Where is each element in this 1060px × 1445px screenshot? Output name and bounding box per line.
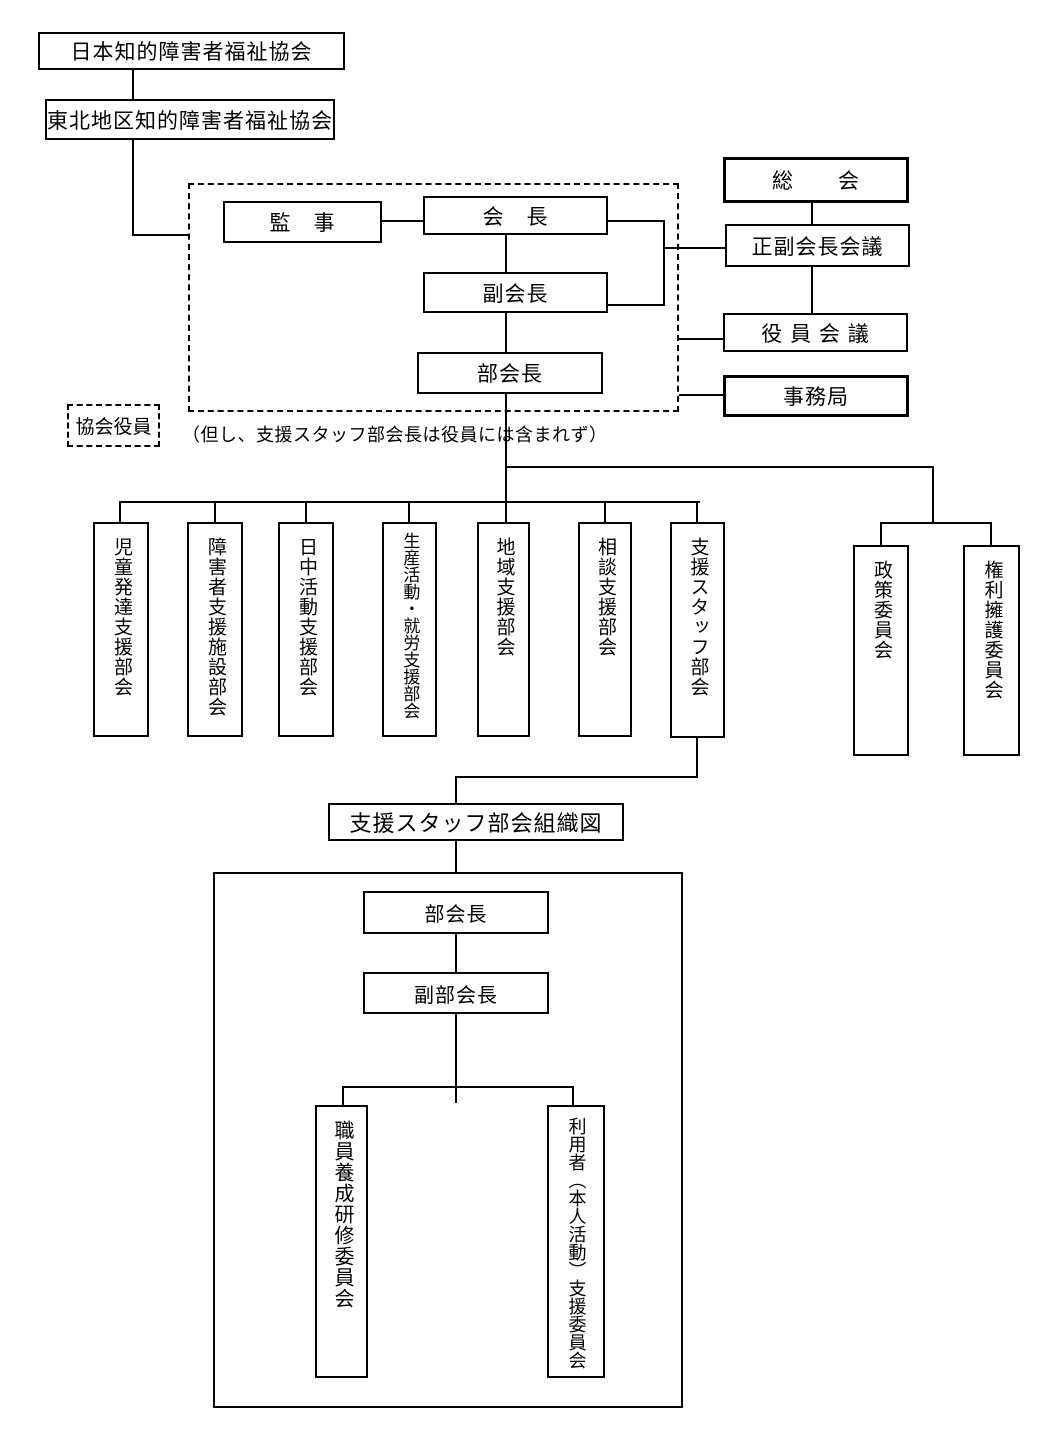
regional-association-box: 東北地区知的障害者福祉協会 [45, 99, 335, 140]
connector-line [132, 234, 188, 236]
connector-line [811, 203, 813, 224]
connector-line [679, 394, 724, 396]
connector-line [505, 501, 507, 522]
connector-line [663, 220, 665, 306]
section-box-shien-staff: 支援スタッフ部会 [670, 522, 725, 738]
section-label: 障害者支援施設部会 [204, 537, 226, 717]
section-box-sodan: 相談支援部会 [578, 522, 632, 737]
connector-line [572, 1086, 574, 1105]
connector-line [990, 522, 992, 545]
connector-line [455, 934, 457, 972]
section-label: 日中活動支援部会 [295, 537, 317, 697]
regional-association-label: 東北地区知的障害者福祉協会 [47, 109, 333, 133]
committee-box-kenri: 権利擁護委員会 [963, 545, 1020, 756]
national-association-label: 日本知的障害者福祉協会 [70, 41, 313, 64]
general-meeting-label: 総 会 [772, 170, 860, 193]
national-association-box: 日本知的障害者福祉協会 [38, 32, 345, 70]
committee-label: 権利擁護委員会 [981, 560, 1003, 700]
staff-committee-box-training: 職員養成研修委員会 [315, 1105, 368, 1378]
staff-chart-container [213, 872, 683, 1408]
connector-line [505, 394, 507, 504]
staff-chief-label: 部会長 [424, 904, 488, 926]
section-label: 支援スタッフ部会 [687, 537, 709, 697]
section-label: 相談支援部会 [594, 537, 616, 657]
connector-line [663, 247, 726, 249]
connector-line [342, 1086, 574, 1088]
connector-line [132, 140, 134, 236]
staff-chart-title: 支援スタッフ部会組織図 [349, 811, 603, 836]
vice-president-label: 副会長 [482, 282, 549, 306]
auditor-label: 監 事 [269, 212, 336, 235]
secretariat-label: 事務局 [783, 386, 849, 409]
connector-line [342, 1086, 344, 1105]
connector-line [679, 338, 724, 340]
connector-line [505, 466, 934, 468]
staff-committee-label: 職員養成研修委員会 [331, 1120, 353, 1309]
vice-president-box: 副会長 [423, 272, 608, 313]
presidents-council-label: 正副会長会議 [751, 235, 884, 259]
section-label: 児童発達支援部会 [110, 537, 132, 697]
committee-label: 政策委員会 [870, 560, 892, 660]
connector-line [382, 220, 423, 222]
officers-group-label-box: 協会役員 [67, 404, 160, 447]
connector-line [214, 501, 216, 522]
president-box: 会 長 [423, 196, 608, 235]
officers-council-box: 役 員 会 議 [723, 313, 908, 352]
connector-line [455, 776, 698, 778]
section-box-seisan: 生産活動・就労支援部会 [382, 522, 437, 737]
connector-line [408, 501, 410, 522]
presidents-council-box: 正副会長会議 [725, 224, 910, 267]
staff-chart-title-box: 支援スタッフ部会組織図 [328, 803, 624, 841]
connector-line [608, 304, 665, 306]
connector-line [455, 841, 457, 872]
section-box-nitchu: 日中活動支援部会 [278, 522, 334, 737]
staff-vice-chief-box: 副部会長 [363, 972, 549, 1014]
staff-chief-box: 部会長 [363, 891, 549, 934]
connector-line [811, 267, 813, 313]
connector-line [505, 313, 507, 352]
connector-line [505, 235, 507, 272]
secretariat-box: 事務局 [723, 375, 909, 417]
section-box-chiiki: 地域支援部会 [477, 522, 530, 737]
officers-dashed-region [188, 183, 679, 412]
connector-line [608, 220, 665, 222]
committee-box-seisaku: 政策委員会 [853, 545, 909, 756]
connector-line [932, 466, 934, 524]
auditor-box: 監 事 [223, 201, 382, 243]
officers-council-label: 役 員 会 議 [761, 322, 870, 346]
connector-line [455, 1086, 457, 1103]
connector-line [880, 522, 882, 545]
staff-committee-box-users: 利用者（本人活動）支援委員会 [547, 1105, 605, 1378]
section-box-shogaisha: 障害者支援施設部会 [187, 522, 243, 737]
staff-committee-label: 利用者（本人活動）支援委員会 [566, 1117, 587, 1369]
connector-line [455, 776, 457, 803]
connector-line [880, 522, 992, 524]
connector-line [696, 737, 698, 778]
connector-line [455, 1014, 457, 1087]
section-chief-label: 部会長 [477, 363, 543, 386]
connector-line [132, 70, 134, 99]
connector-line [119, 501, 121, 522]
officers-note: （但し、支援スタッフ部会長は役員には含まれず） [182, 425, 608, 445]
connector-line [696, 501, 698, 522]
connector-line [305, 501, 307, 522]
general-meeting-box: 総 会 [723, 157, 909, 203]
officers-group-label: 協会役員 [75, 417, 152, 438]
section-label: 生産活動・就労支援部会 [400, 532, 420, 719]
president-label: 会 長 [482, 205, 549, 229]
section-label: 地域支援部会 [493, 537, 515, 657]
staff-vice-chief-label: 副部会長 [414, 984, 498, 1007]
section-box-jido: 児童発達支援部会 [93, 522, 149, 737]
connector-line [604, 501, 606, 522]
section-chief-box: 部会長 [417, 352, 603, 394]
